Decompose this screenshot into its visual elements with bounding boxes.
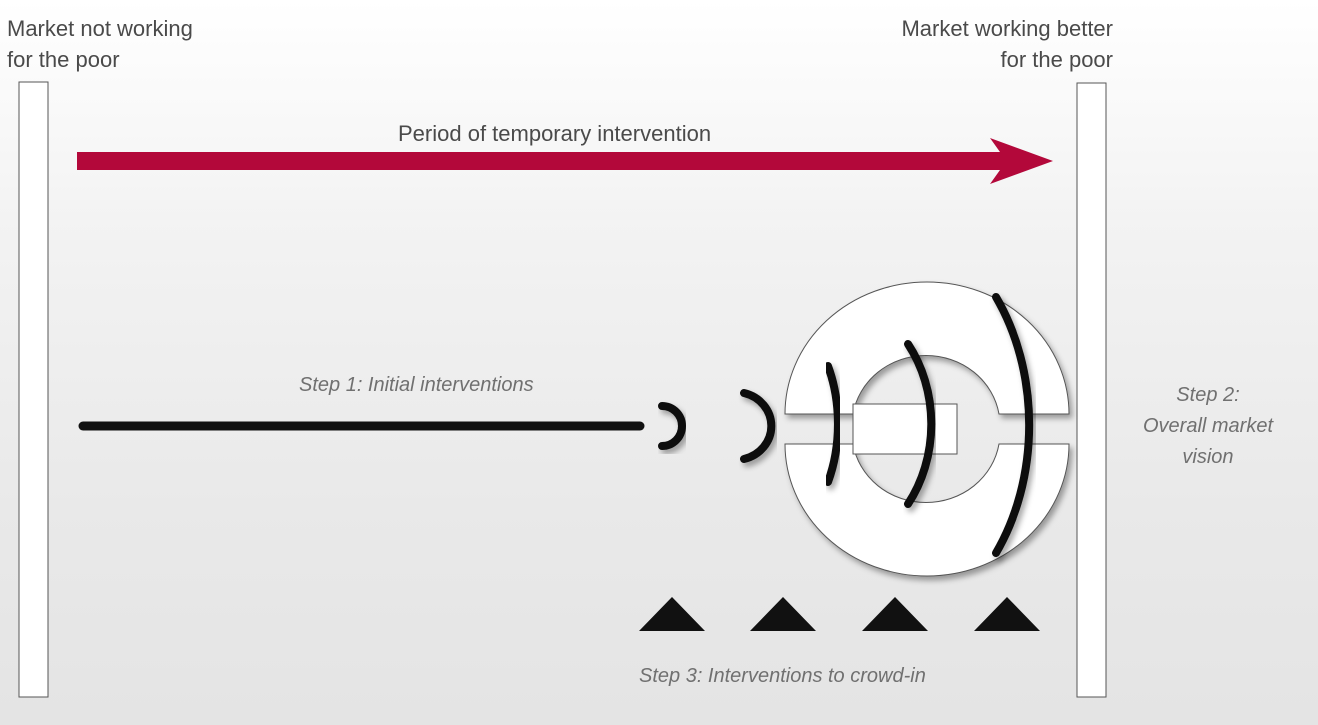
step3-label: Step 3: Interventions to crowd-in [639,665,926,687]
left-state-line-1: Market not working [7,16,193,41]
crowd-in-triangle-3 [862,597,928,631]
right-state-line-2: for the poor [1000,47,1113,72]
arc-medium [824,362,842,486]
crowd-in-triangle-1 [639,597,705,631]
small-arc-1 [658,402,686,450]
left-pillar [18,81,49,698]
small-arc-2 [740,389,776,463]
right-state-label: Market working better for the poor [901,13,1113,75]
step2-label: Step 2: Overall market vision [1118,380,1298,473]
right-state-line-1: Market working better [901,16,1113,41]
crowd-in-triangle-4 [974,597,1040,631]
step2-line-1: Step 2: [1176,384,1240,406]
left-state-label: Market not working for the poor [7,13,193,75]
arc-large [904,340,936,508]
left-state-line-2: for the poor [7,47,120,72]
step2-line-2: Overall market [1142,415,1274,437]
step1-label: Step 1: Initial interventions [299,374,534,396]
arrow-label: Period of temporary intervention [398,121,712,146]
arc-outer [992,293,1034,557]
ring-center-box [852,403,958,455]
crowd-in-triangle-2 [750,597,816,631]
step2-line-3: vision [1182,446,1234,468]
right-pillar [1076,82,1107,698]
intervention-arrow [77,138,1053,184]
ring-top-half [784,281,1070,415]
